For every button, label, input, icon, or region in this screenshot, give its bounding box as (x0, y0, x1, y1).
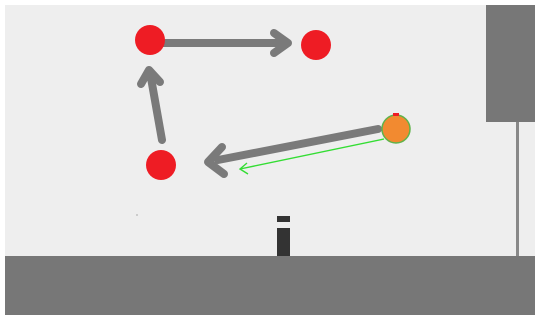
node-top-left[interactable] (135, 25, 165, 55)
node-bottom-left[interactable] (146, 150, 176, 180)
pole (516, 122, 519, 256)
arrow-left-head (204, 143, 228, 178)
player-gap (277, 222, 290, 228)
ground-floor (5, 256, 535, 315)
node-top-right[interactable] (301, 30, 331, 60)
arrow-right-head (270, 29, 292, 57)
arrow-up-head (137, 66, 164, 88)
aim-line-shaft (239, 138, 385, 170)
player-figure (277, 216, 290, 256)
node-active[interactable] (381, 114, 411, 144)
arrow-left-shaft (214, 125, 382, 164)
node-active-marker (393, 113, 399, 116)
speck (136, 214, 138, 216)
aim-line (238, 138, 385, 175)
arrow-up-shaft (147, 74, 166, 144)
wall-block (486, 5, 535, 122)
aim-line-head (238, 162, 249, 175)
arrow-group (137, 29, 382, 178)
